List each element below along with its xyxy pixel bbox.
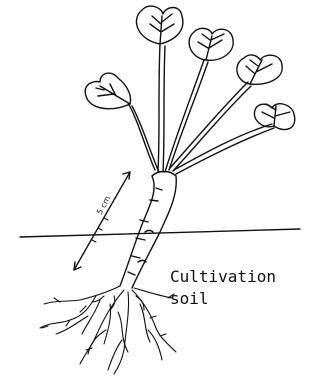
dimension-arrow [74,172,130,270]
soil-label: soil [170,288,209,310]
petioles [128,44,274,174]
leaf-top-center [136,6,182,44]
leaf-left [85,73,130,109]
roots [40,286,176,374]
leaf-lower-right [254,104,294,130]
leaf-right [237,55,282,84]
cultivation-label: Cultivation [170,266,276,288]
rhizome [120,172,176,289]
leaf-upper-right [189,28,233,60]
